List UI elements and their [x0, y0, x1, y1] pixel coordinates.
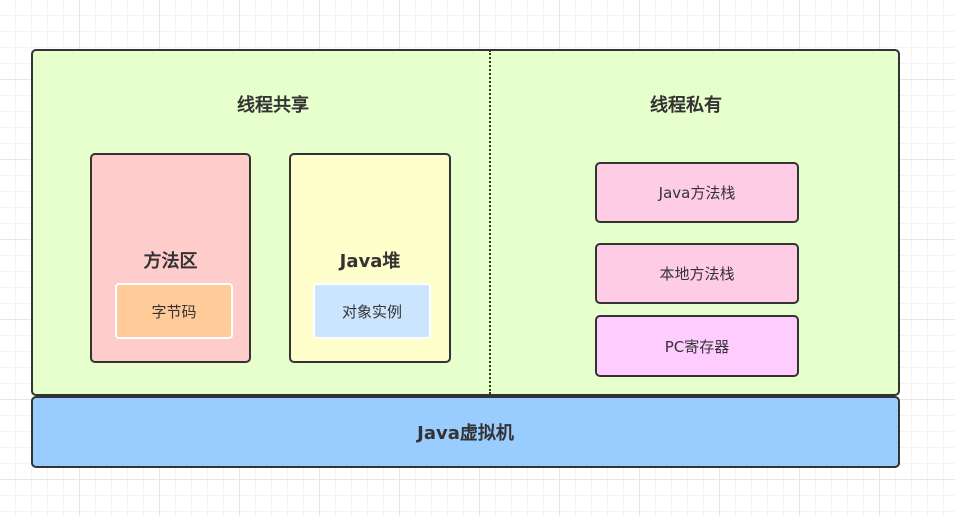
thread-shared-title: 线程共享: [237, 95, 309, 116]
object-instance-box: 对象实例: [313, 283, 431, 339]
method-area-title: 方法区: [143, 251, 198, 272]
java-heap-title: Java堆: [339, 251, 401, 272]
bytecode-box: 字节码: [115, 283, 233, 339]
pc-register-box: PC寄存器: [595, 315, 799, 377]
native-method-stack-box: 本地方法栈: [595, 243, 799, 304]
java-method-stack-box: Java方法栈: [595, 162, 799, 223]
jvm-title: Java虚拟机: [417, 423, 514, 444]
jvm-bar: Java虚拟机: [31, 396, 900, 468]
thread-private-title: 线程私有: [650, 95, 722, 116]
shared-private-divider: [489, 50, 491, 394]
